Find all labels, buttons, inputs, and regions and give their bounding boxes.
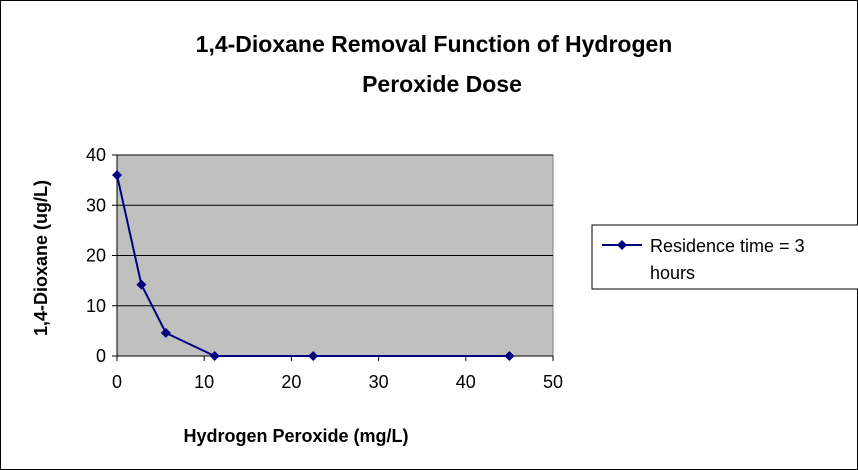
legend-label-line-1: Residence time = 3 xyxy=(650,236,805,256)
data-point-0 xyxy=(112,170,122,181)
data-point-5 xyxy=(504,351,515,361)
chart-title-line-2: Peroxide Dose xyxy=(362,71,522,97)
x-tick-label-40: 40 xyxy=(456,372,476,392)
series-line xyxy=(116,174,510,357)
legend-box xyxy=(591,224,858,290)
y-tick-label-40: 40 xyxy=(86,145,106,165)
data-point-4 xyxy=(308,351,319,361)
x-tick-label-20: 20 xyxy=(281,372,301,392)
data-point-1 xyxy=(136,279,147,290)
chart-title-line-1: 1,4-Dioxane Removal Function of Hydrogen xyxy=(196,31,673,57)
y-tick-label-0: 0 xyxy=(96,346,106,366)
data-point-3 xyxy=(209,351,220,361)
legend: Residence time = 3 hours xyxy=(591,224,858,290)
x-axis-title: Hydrogen Peroxide (mg/L) xyxy=(183,426,408,446)
legend-label-line-2: hours xyxy=(650,263,695,283)
y-tick-label-30: 30 xyxy=(86,195,106,215)
x-tick-label-50: 50 xyxy=(543,372,563,392)
y-axis-title: 1,4-Dioxane (ug/L) xyxy=(31,180,51,336)
data-point-2 xyxy=(160,327,171,338)
legend-marker-swatch xyxy=(617,240,627,250)
x-tick-label-0: 0 xyxy=(112,372,122,392)
x-axis-ticks: 0 10 20 30 40 50 xyxy=(112,356,563,392)
x-tick-label-10: 10 xyxy=(194,372,214,392)
series-markers xyxy=(112,170,515,361)
y-axis-ticks: 0 10 20 30 40 xyxy=(86,145,117,366)
y-tick-label-20: 20 xyxy=(86,246,106,266)
x-tick-label-30: 30 xyxy=(369,372,389,392)
y-tick-label-10: 10 xyxy=(86,296,106,316)
